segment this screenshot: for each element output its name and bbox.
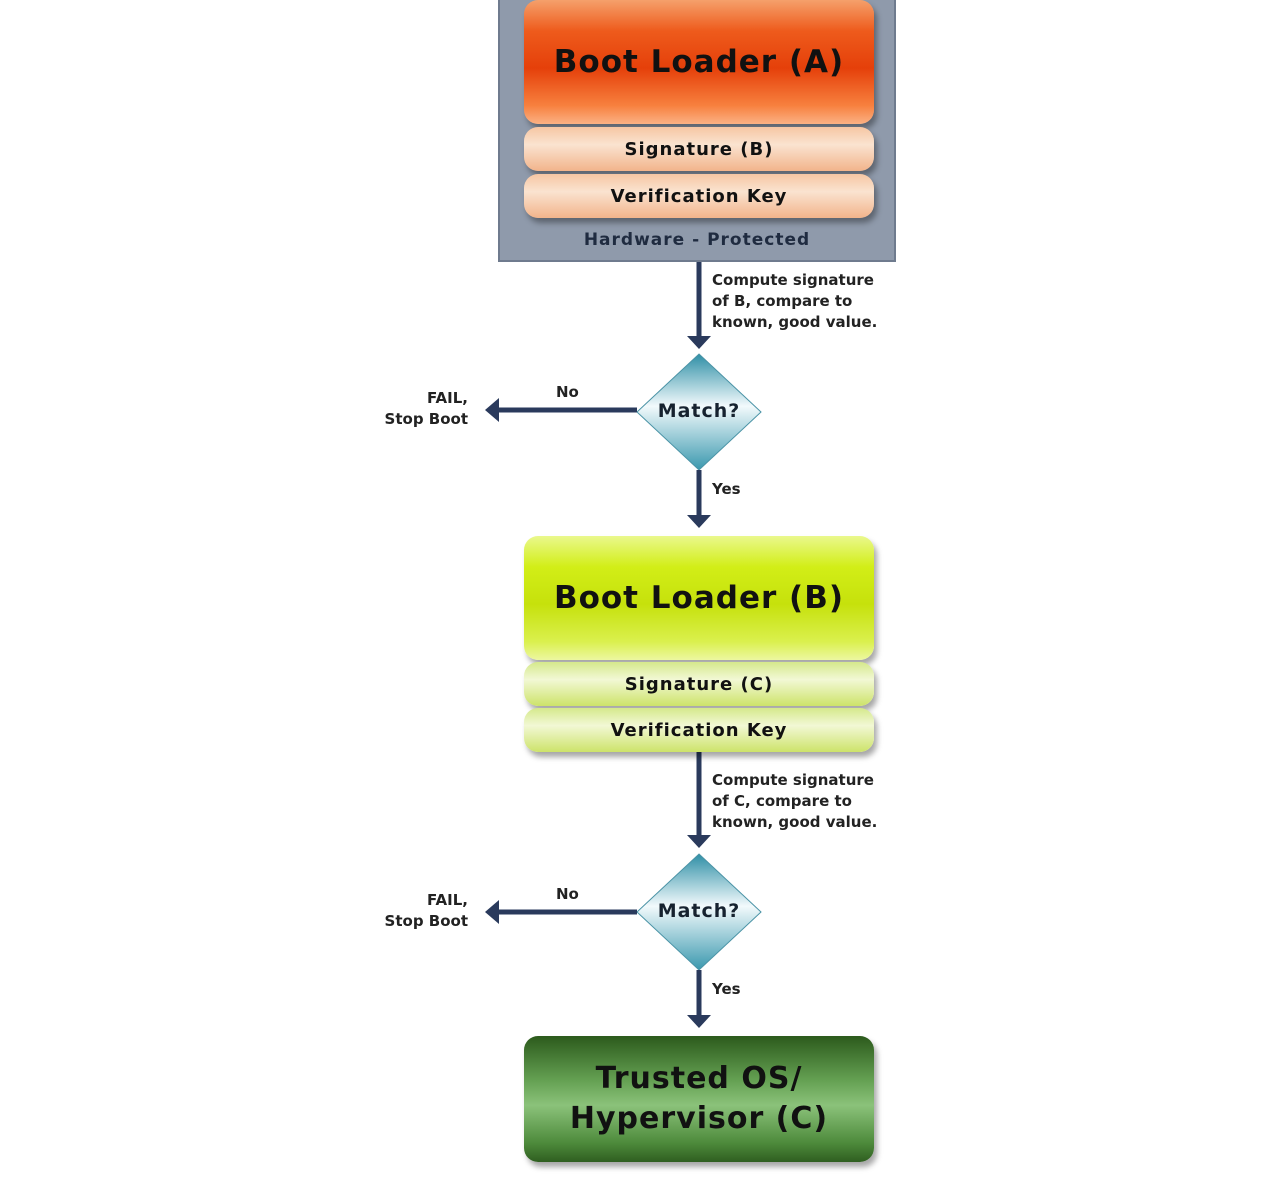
verification-key-a-block: Verification Key: [524, 174, 874, 218]
compute-signature-note-2: Compute signature of C, compare to known…: [712, 771, 878, 831]
arrowhead-no-2: [485, 900, 499, 924]
boot-loader-a-title: Boot Loader (A): [553, 44, 845, 80]
boot-loader-b-block: Boot Loader (B): [524, 536, 874, 660]
yes-label-2: Yes: [712, 980, 741, 998]
arrowhead-no-1: [485, 398, 499, 422]
yes-label-1: Yes: [712, 480, 741, 498]
arrowhead-b-to-check-2: [687, 835, 711, 848]
arrowhead-a-to-check-1: [687, 336, 711, 349]
arrowhead-yes-2: [687, 1015, 711, 1028]
no-label-2: No: [556, 885, 579, 903]
trusted-os-line-1: Trusted OS/: [595, 1060, 803, 1096]
trusted-os-hypervisor-block: Trusted OS/ Hypervisor (C): [524, 1036, 874, 1162]
signature-b-block: Signature (B): [524, 127, 874, 171]
trusted-os-line-2: Hypervisor (C): [569, 1101, 829, 1136]
compute-signature-note-1: Compute signature of B, compare to known…: [712, 271, 878, 331]
verification-key-b-label: Verification Key: [610, 719, 788, 741]
arrowhead-yes-1: [687, 515, 711, 528]
boot-loader-a-block: Boot Loader (A): [524, 0, 874, 124]
verification-key-b-block: Verification Key: [524, 708, 874, 752]
fail-stop-boot-1: FAIL, Stop Boot: [384, 389, 468, 428]
hardware-protected-label: Hardware - Protected: [583, 230, 811, 250]
decision-2-label: Match?: [657, 900, 741, 922]
signature-c-block: Signature (C): [524, 662, 874, 706]
no-label-1: No: [556, 383, 579, 401]
boot-loader-b-title: Boot Loader (B): [553, 580, 845, 616]
signature-c-label: Signature (C): [624, 673, 774, 695]
verification-key-a-label: Verification Key: [610, 185, 788, 207]
decision-1-label: Match?: [657, 400, 741, 422]
fail-stop-boot-2: FAIL, Stop Boot: [384, 891, 468, 930]
signature-b-label: Signature (B): [624, 138, 774, 160]
